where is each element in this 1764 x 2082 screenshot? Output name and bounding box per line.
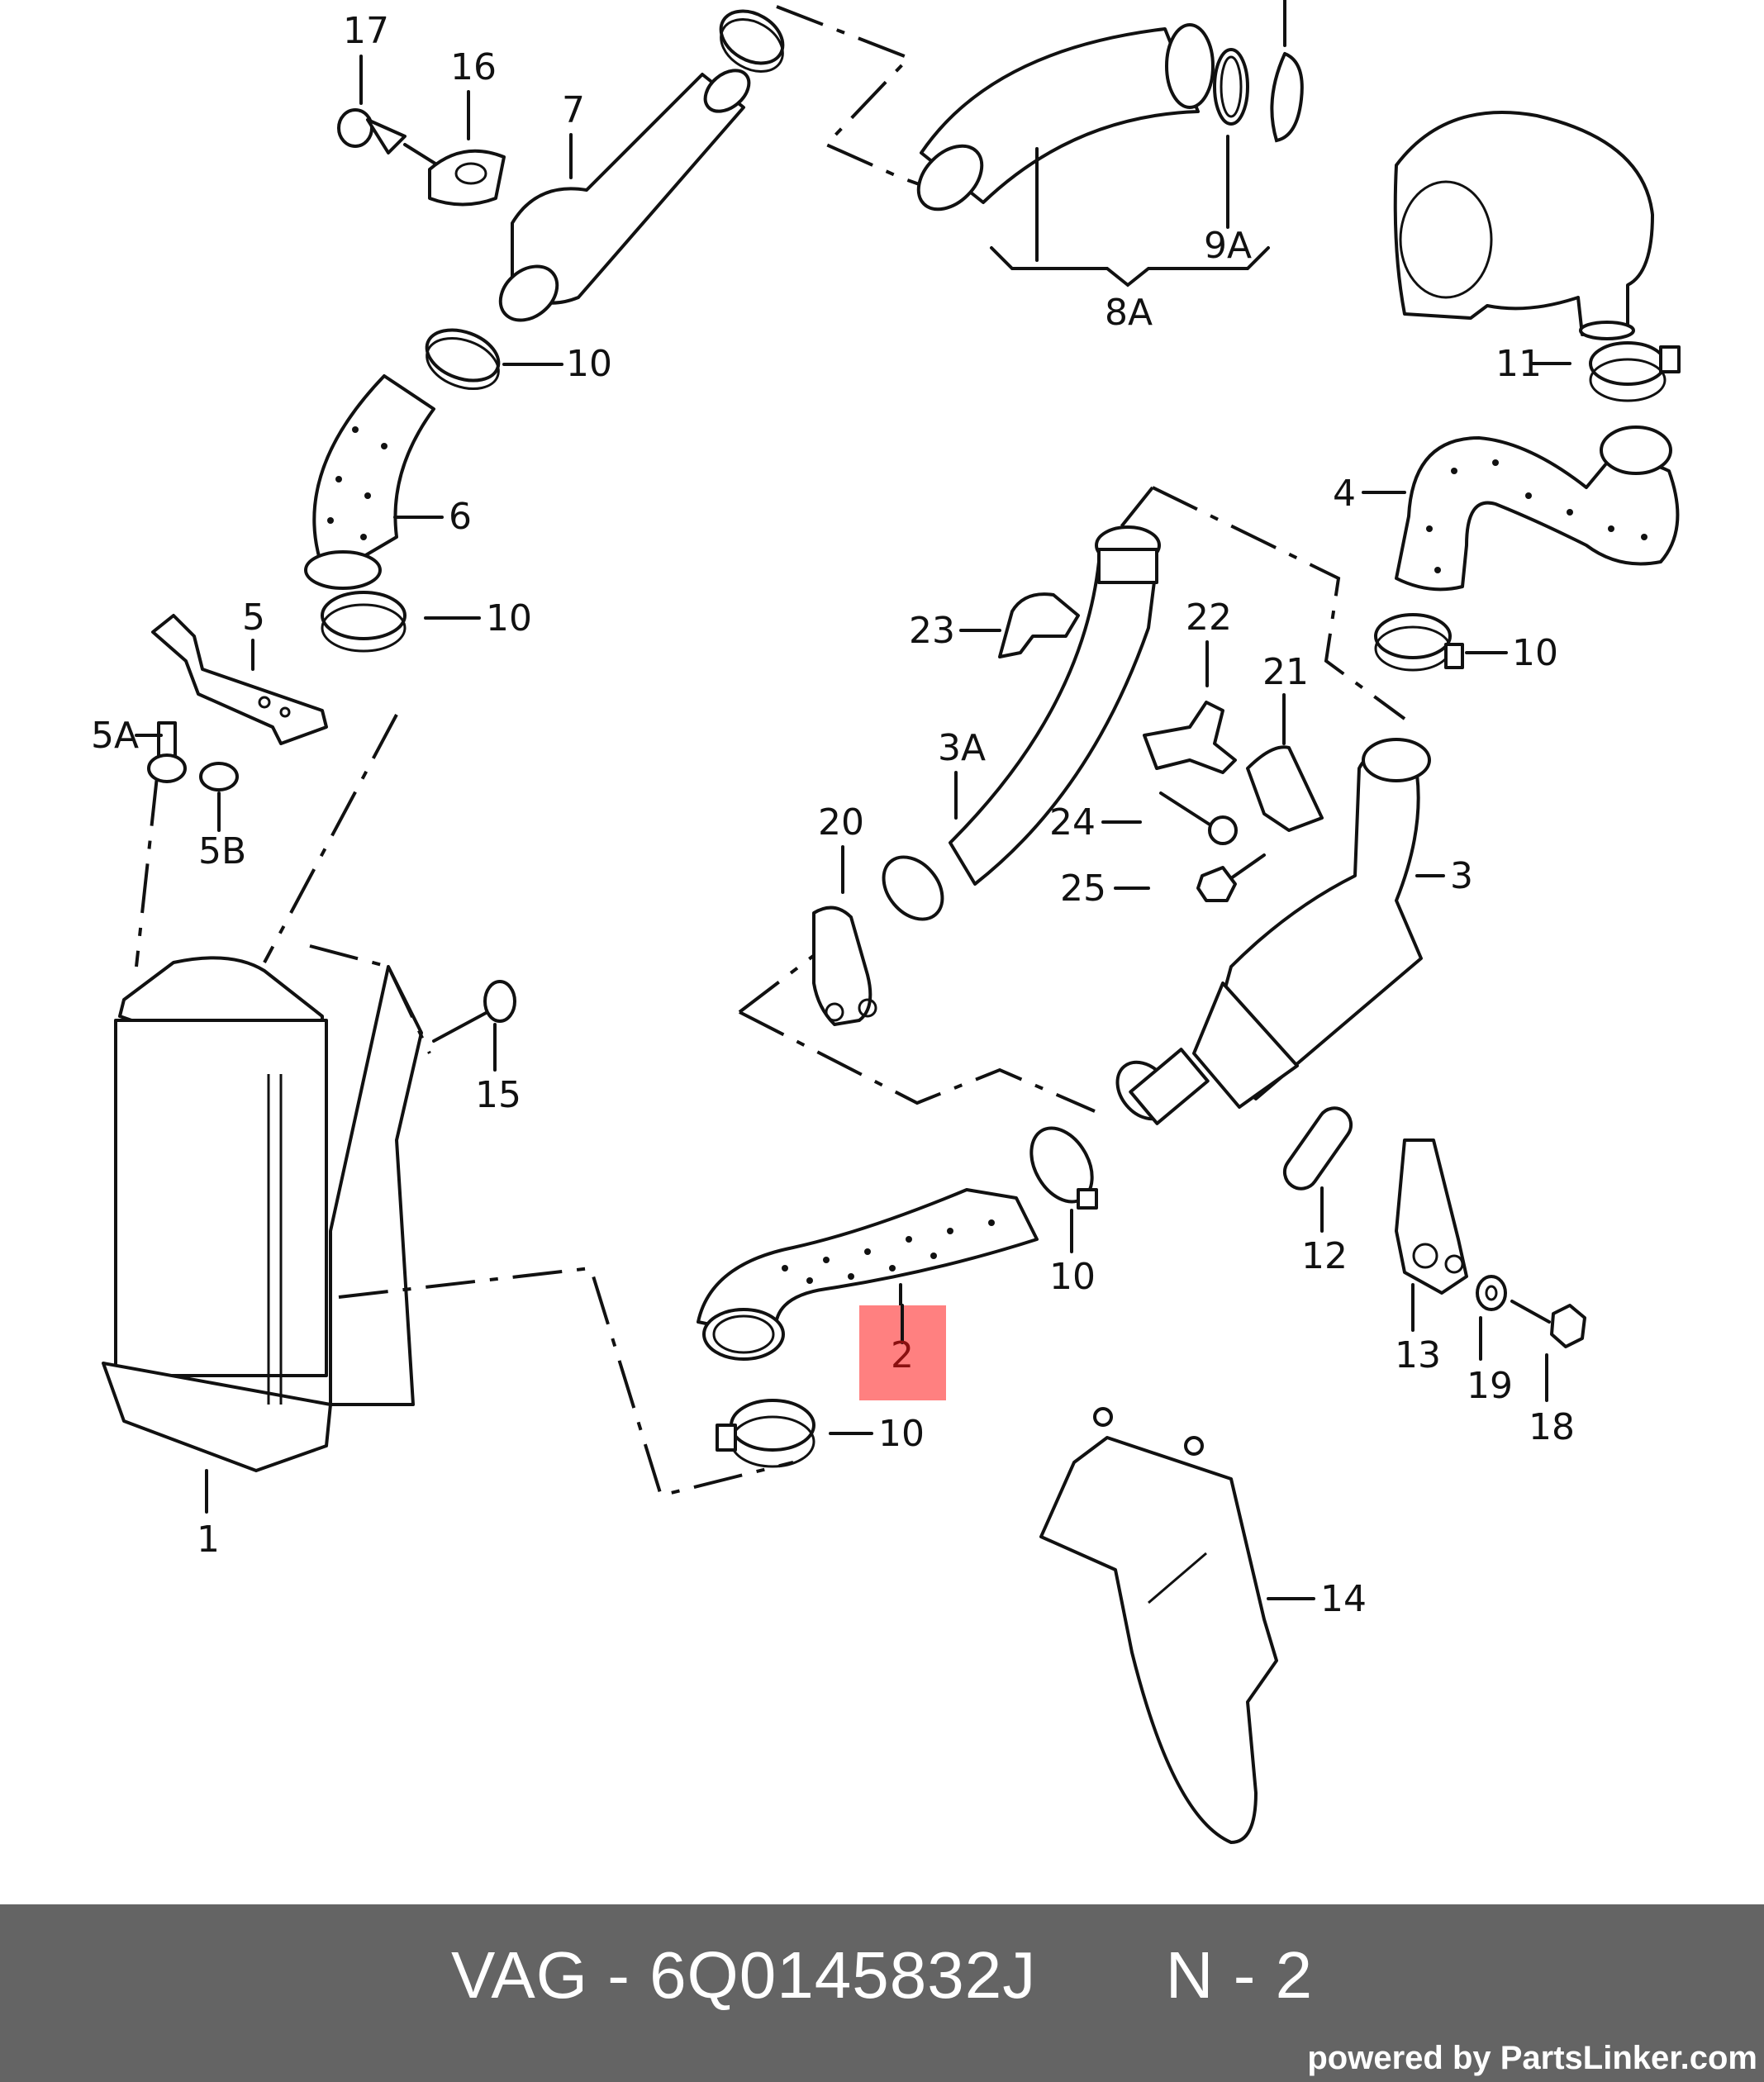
- brand-label: VAG: [450, 1938, 588, 2012]
- part-number[interactable]: 6Q0145832J: [649, 1938, 1037, 2012]
- leader-lines: [135, 0, 1571, 1600]
- part-12-gasket[interactable]: [1278, 1101, 1357, 1195]
- footer-bar: VAG - 6Q0145832J N - 2 powered by PartsL…: [0, 1904, 1764, 2082]
- turbocharger[interactable]: [1393, 111, 1654, 340]
- part-10-clamp-lower-left[interactable]: [321, 591, 407, 653]
- callout-8A[interactable]: 8A: [1105, 292, 1153, 334]
- callout-11[interactable]: 11: [1495, 343, 1542, 385]
- part-11-clamp[interactable]: [1589, 341, 1681, 402]
- parts-diagram: 17 16 7 8A 9A 10 6 10 11 4 10 5 5A 5B 23…: [91, 0, 1681, 1844]
- callout-10-left[interactable]: 10: [486, 597, 532, 639]
- callout-25[interactable]: 25: [1060, 868, 1106, 910]
- callout-3[interactable]: 3: [1450, 855, 1473, 897]
- part-15-screw[interactable]: [432, 980, 516, 1043]
- callout-24[interactable]: 24: [1049, 801, 1096, 844]
- part-25-bolt[interactable]: [1196, 853, 1266, 902]
- part-7-pipe[interactable]: [490, 62, 757, 330]
- part-reference: VAG - 6Q0145832J N - 2: [0, 1937, 1764, 2013]
- callout-10-upper[interactable]: 10: [566, 343, 612, 385]
- part-5B-nut[interactable]: [199, 762, 239, 791]
- callout-15[interactable]: 15: [475, 1074, 521, 1116]
- callout-18[interactable]: 18: [1529, 1406, 1575, 1448]
- callout-4[interactable]: 4: [1333, 473, 1356, 515]
- part-5-bracket[interactable]: [151, 614, 328, 745]
- part-20-gasket[interactable]: [812, 906, 877, 1026]
- callout-22[interactable]: 22: [1186, 597, 1232, 639]
- part-10-clamp-right[interactable]: [1374, 613, 1464, 672]
- callout-20[interactable]: 20: [818, 801, 864, 844]
- part-19-washer[interactable]: [1476, 1275, 1507, 1311]
- part-2-hose[interactable]: [697, 1188, 1039, 1361]
- part-17-screw[interactable]: [337, 108, 440, 167]
- part-5A-bolt[interactable]: [147, 721, 187, 783]
- part-10-clamp-top[interactable]: [711, 1, 792, 82]
- callout-16[interactable]: 16: [450, 46, 497, 88]
- powered-by-link[interactable]: powered by PartsLinker.com: [1307, 2040, 1757, 2076]
- callout-6[interactable]: 6: [449, 496, 472, 538]
- part-24-screw[interactable]: [1159, 791, 1238, 845]
- part-1-intercooler[interactable]: [102, 956, 423, 1472]
- callout-14[interactable]: 14: [1320, 1578, 1367, 1620]
- part-21-cover[interactable]: [1246, 745, 1324, 832]
- part-9A-o-ring[interactable]: [1213, 48, 1249, 126]
- callout-2[interactable]: 2: [891, 1334, 914, 1376]
- part-10-clamp-middle[interactable]: [1019, 1117, 1104, 1212]
- callout-17[interactable]: 17: [343, 10, 389, 52]
- callout-10-middle[interactable]: 10: [1049, 1256, 1096, 1298]
- part-10-clamp-bottom[interactable]: [716, 1399, 815, 1468]
- callout-9A[interactable]: 9A: [1204, 225, 1252, 267]
- part-13-bracket[interactable]: [1395, 1138, 1468, 1295]
- callout-1[interactable]: 1: [197, 1519, 220, 1561]
- callout-5[interactable]: 5: [242, 597, 265, 639]
- part-10-clamp-upper[interactable]: [420, 321, 506, 397]
- part-4-hose[interactable]: [1395, 425, 1680, 592]
- callout-labels: 17 16 7 8A 9A 10 6 10 11 4 10 5 5A 5B 23…: [91, 10, 1575, 1620]
- part-18-bolt[interactable]: [1510, 1300, 1586, 1348]
- callout-13[interactable]: 13: [1395, 1334, 1441, 1376]
- part-22-sensor[interactable]: [1143, 701, 1237, 774]
- part-8A-hose[interactable]: [906, 23, 1215, 221]
- callout-12[interactable]: 12: [1301, 1235, 1348, 1277]
- part-23-bracket[interactable]: [998, 592, 1080, 658]
- callout-23[interactable]: 23: [909, 610, 955, 652]
- callout-19[interactable]: 19: [1467, 1365, 1513, 1407]
- part-6-hose[interactable]: [304, 374, 435, 590]
- callout-5B[interactable]: 5B: [198, 830, 246, 872]
- position-label: N - 2: [1165, 1938, 1314, 2012]
- part-16-flange[interactable]: [428, 149, 506, 207]
- part-3A-pipe[interactable]: [872, 525, 1161, 930]
- separator: -: [607, 1938, 630, 2012]
- part-3-pipe[interactable]: [1106, 738, 1431, 1129]
- callout-10-right[interactable]: 10: [1512, 632, 1558, 674]
- part-seal-ring[interactable]: [1270, 52, 1304, 143]
- part-14-air-duct[interactable]: [1039, 1407, 1278, 1844]
- callout-3A[interactable]: 3A: [938, 727, 986, 769]
- callout-7[interactable]: 7: [562, 89, 585, 131]
- callout-5A[interactable]: 5A: [91, 715, 139, 757]
- callout-10-bottom[interactable]: 10: [878, 1413, 925, 1455]
- callout-21[interactable]: 21: [1262, 651, 1309, 693]
